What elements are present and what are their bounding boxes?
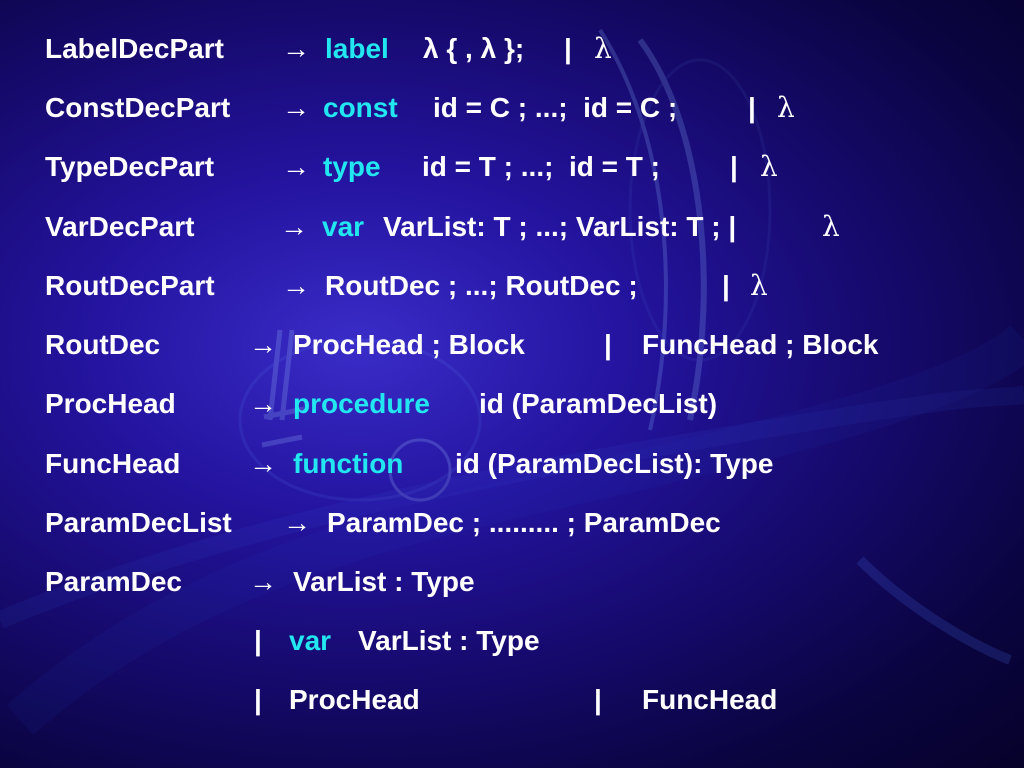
keyword-procedure: procedure xyxy=(293,388,430,419)
rule-lhs: VarDecPart xyxy=(45,211,195,242)
keyword-function: function xyxy=(293,448,404,479)
rule-rhs: ParamDec ; ......... ; ParamDec xyxy=(327,507,721,538)
lambda-symbol: λ xyxy=(822,210,840,243)
rule-rhs: id = T ; ...; id = T ; xyxy=(422,151,660,182)
keyword-const: const xyxy=(323,92,398,123)
rule-rhs: id (ParamDecList): Type xyxy=(455,448,774,479)
rule-lhs: ConstDecPart xyxy=(45,92,231,123)
rule-lhs: FuncHead xyxy=(45,448,181,479)
rule-lhs: RoutDec xyxy=(45,329,161,360)
arrow-icon: → xyxy=(282,151,310,182)
rule-rhs: VarList : Type xyxy=(358,625,540,656)
alternative-bar: | xyxy=(604,329,612,360)
rule-rout-dec: RoutDec → ProcHead ; Block | FuncHead ; … xyxy=(0,325,1024,365)
rule-rhs: VarList : Type xyxy=(293,566,475,597)
lambda-symbol: λ xyxy=(750,269,768,302)
rule-lhs: ProcHead xyxy=(45,388,176,419)
alternative-bar: | xyxy=(722,270,730,301)
rule-rhs: ProcHead ; Block xyxy=(293,329,525,360)
rule-type-dec-part: TypeDecPart → type id = T ; ...; id = T … xyxy=(0,147,1024,187)
rule-rhs: ProcHead xyxy=(289,684,420,715)
lambda-symbol: λ xyxy=(777,91,795,124)
rule-rhs: id (ParamDecList) xyxy=(479,388,718,419)
rule-param-dec: ParamDec → VarList : Type xyxy=(0,562,1024,602)
alternative-bar: | xyxy=(594,684,602,715)
rule-rhs-alt: FuncHead xyxy=(642,684,778,715)
arrow-icon: → xyxy=(282,270,310,301)
arrow-icon: → xyxy=(249,448,277,479)
keyword-type: type xyxy=(323,151,381,182)
rule-lhs: ParamDecList xyxy=(45,507,232,538)
arrow-icon: → xyxy=(282,33,310,64)
rule-rout-dec-part: RoutDecPart → RoutDec ; ...; RoutDec ; |… xyxy=(0,266,1024,306)
arrow-icon: → xyxy=(249,566,277,597)
rule-const-dec-part: ConstDecPart → const id = C ; ...; id = … xyxy=(0,88,1024,128)
keyword-var: var xyxy=(322,211,365,242)
lambda-symbol: λ xyxy=(760,150,778,183)
arrow-icon: → xyxy=(283,507,311,538)
rule-lhs: TypeDecPart xyxy=(45,151,215,182)
alternative-bar: | xyxy=(254,625,262,656)
rule-lhs: RoutDecPart xyxy=(45,270,215,301)
rule-proc-head: ProcHead → procedure id (ParamDecList) xyxy=(0,384,1024,424)
arrow-icon: → xyxy=(249,329,277,360)
rule-rhs: λ { , λ }; xyxy=(423,33,525,64)
arrow-icon: → xyxy=(249,388,277,419)
rule-func-head: FuncHead → function id (ParamDecList): T… xyxy=(0,444,1024,484)
rule-rhs: VarList: T ; ...; VarList: T ; | xyxy=(383,211,737,242)
rule-rhs: RoutDec ; ...; RoutDec ; xyxy=(325,270,638,301)
arrow-icon: → xyxy=(280,211,308,242)
rule-lhs: ParamDec xyxy=(45,566,182,597)
alternative-bar: | xyxy=(564,33,572,64)
rule-label-dec-part: LabelDecPart → label λ { , λ }; | λ xyxy=(0,29,1024,69)
rule-param-dec-list: ParamDecList → ParamDec ; ......... ; Pa… xyxy=(0,503,1024,543)
keyword-var: var xyxy=(289,625,332,656)
keyword-label: label xyxy=(325,33,389,64)
rule-var-dec-part: VarDecPart → var VarList: T ; ...; VarLi… xyxy=(0,207,1024,247)
arrow-icon: → xyxy=(282,92,310,123)
rule-param-dec-alt-heads: | ProcHead | FuncHead xyxy=(0,680,1024,720)
rule-lhs: LabelDecPart xyxy=(45,33,224,64)
alternative-bar: | xyxy=(730,151,738,182)
rule-param-dec-alt-var: | var VarList : Type xyxy=(0,621,1024,661)
rule-rhs-alt: FuncHead ; Block xyxy=(642,329,879,360)
alternative-bar: | xyxy=(748,92,756,123)
lambda-symbol: λ xyxy=(594,32,612,65)
alternative-bar: | xyxy=(254,684,262,715)
rule-rhs: id = C ; ...; id = C ; xyxy=(433,92,678,123)
